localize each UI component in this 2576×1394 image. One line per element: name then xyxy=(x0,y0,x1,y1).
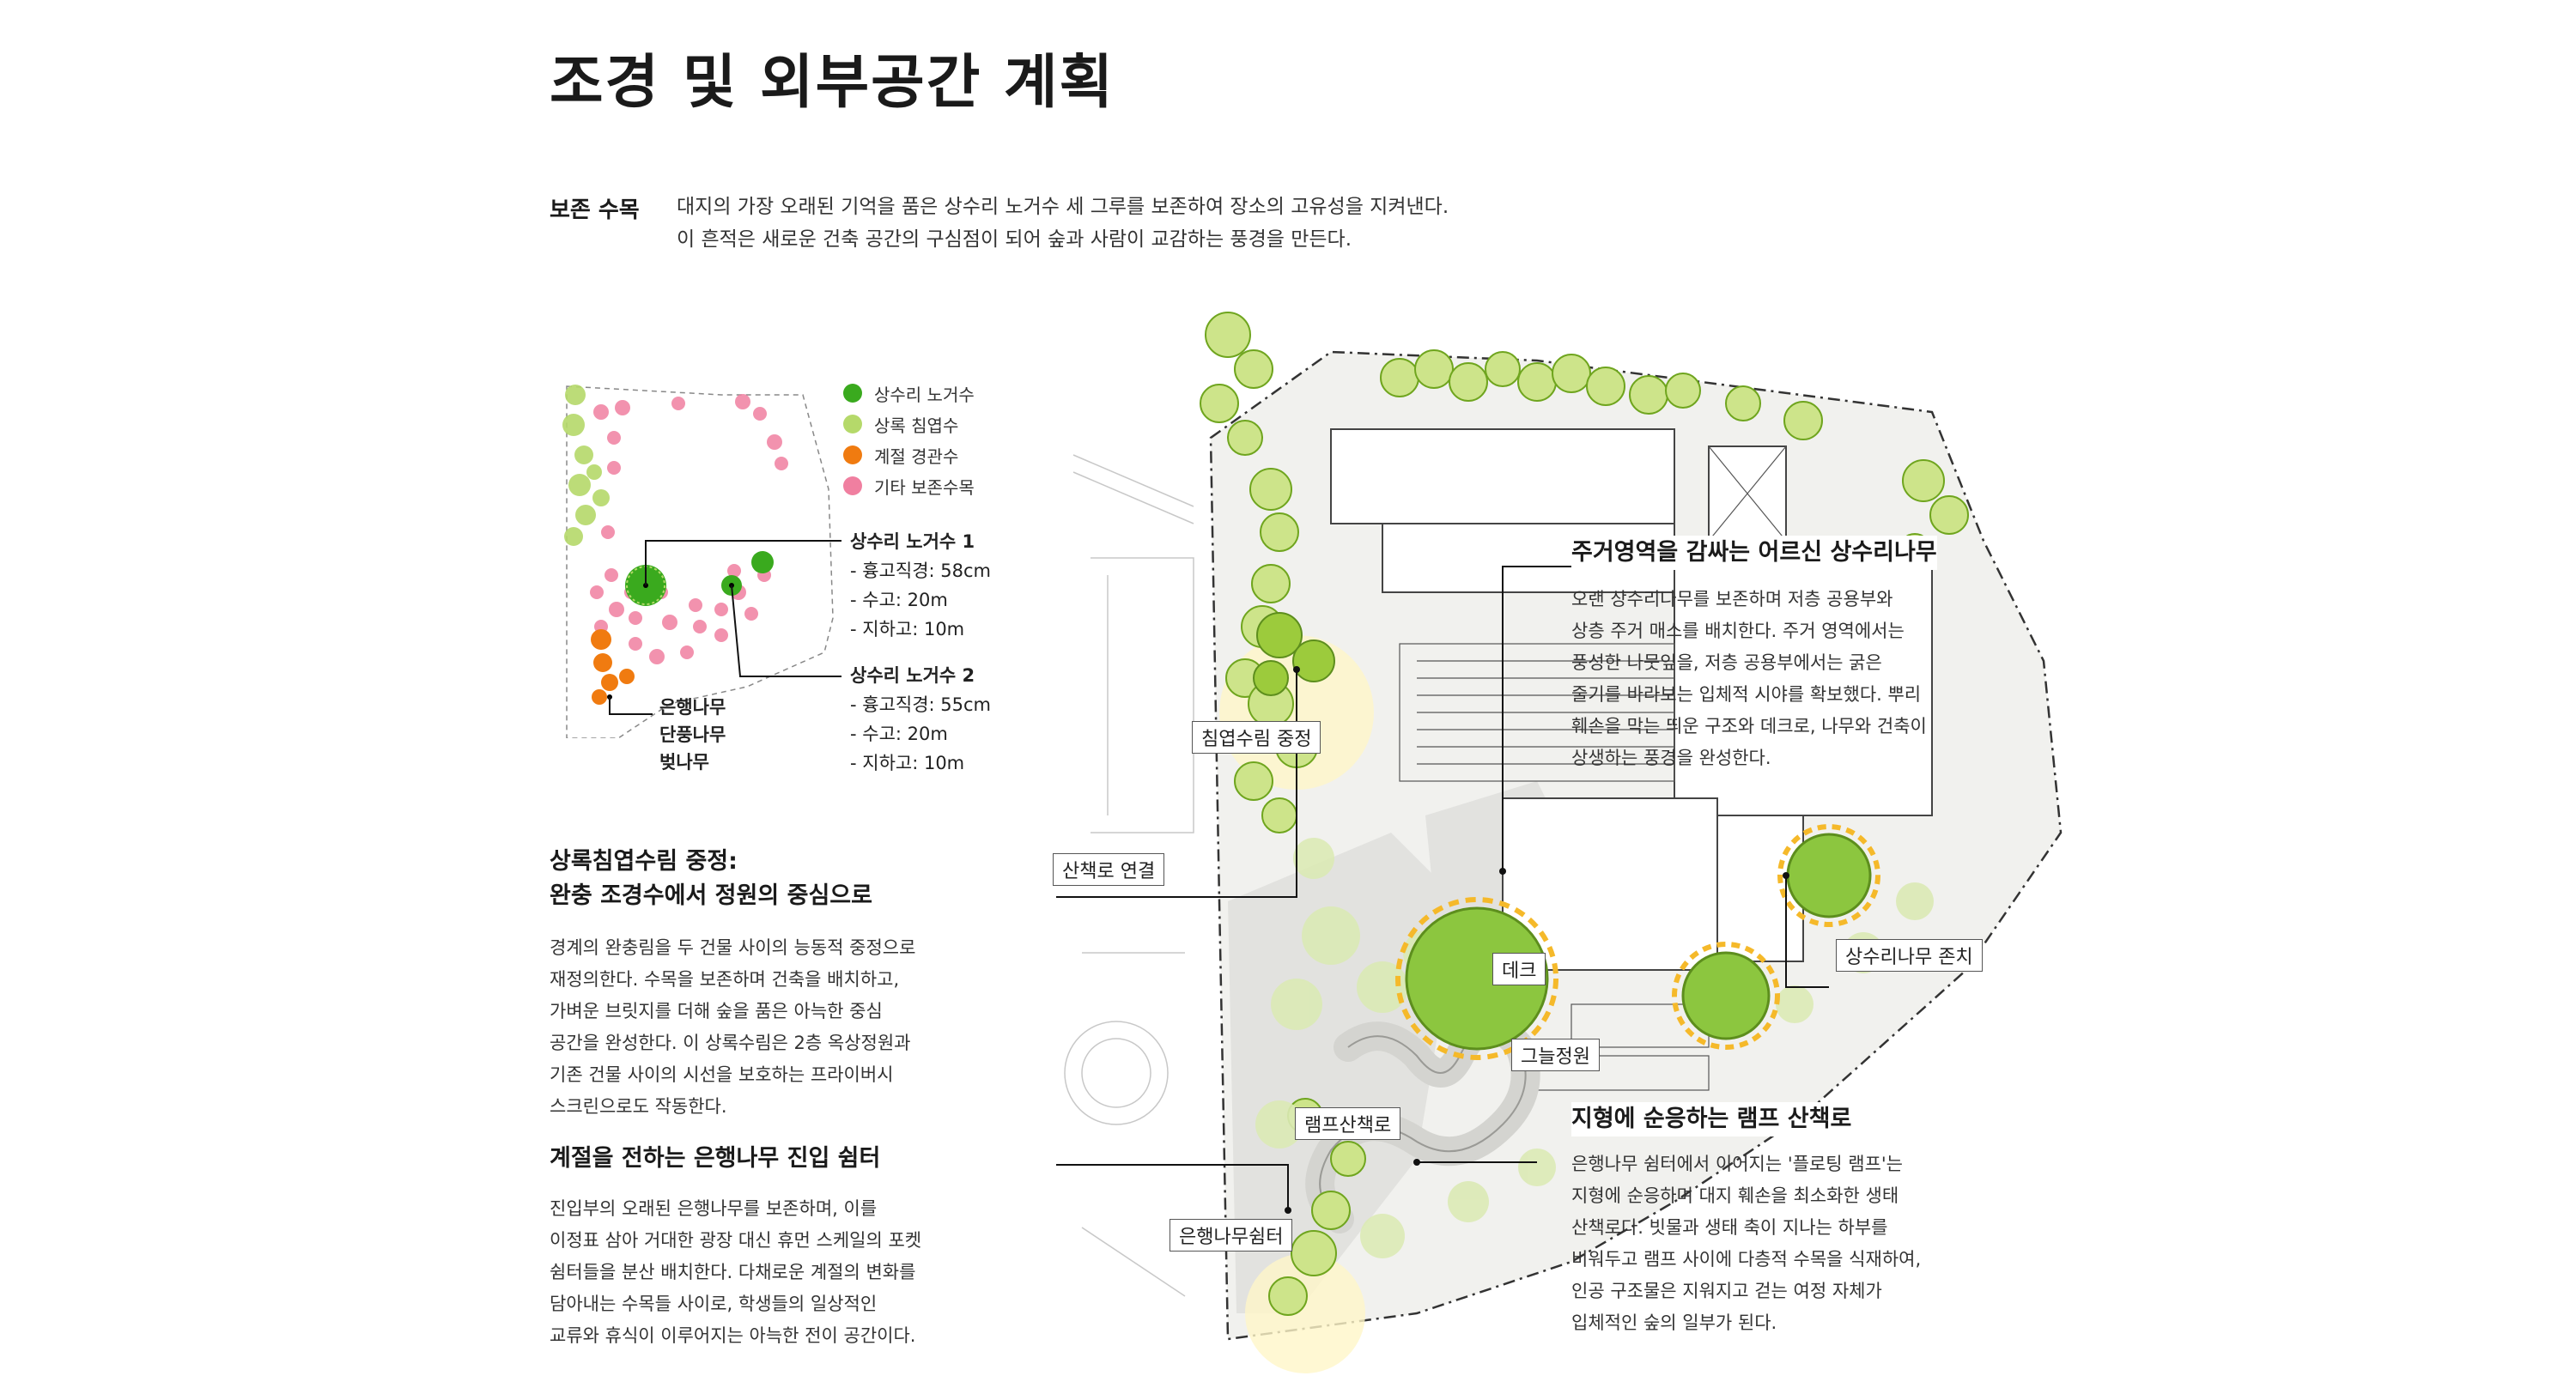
section-oak: 주거영역을 감싸는 어르신 상수리나무 오랜 상수리나무를 보존하며 저층 공용… xyxy=(1571,536,2018,774)
label-oak-placement: 상수리나무 존치 xyxy=(1836,939,1983,972)
section-heading: 상록침엽수림 중정: xyxy=(550,848,738,875)
section-line: 공간을 완성한다. 이 상록수림은 2층 옥상정원과 xyxy=(550,1033,911,1053)
tree-detail: - 수고: 20m xyxy=(850,590,948,610)
legend-label: 기타 보존수목 xyxy=(874,476,975,498)
section-line: 입체적인 숲의 일부가 된다. xyxy=(1571,1312,1777,1333)
tree-detail: - 흉고직경: 58cm xyxy=(850,561,992,581)
section-heading: 주거영역을 감싸는 어르신 상수리나무 xyxy=(1571,536,1937,570)
section-ramp: 지형에 순응하는 램프 산책로 은행나무 쉼터에서 이어지는 '플로팅 램프'는… xyxy=(1571,1102,2018,1339)
section-line: 인공 구조물은 지워지고 걷는 여정 자체가 xyxy=(1571,1281,1882,1301)
legend-item: 계절 경관수 xyxy=(843,439,975,470)
label-conifer-court: 침엽수림 중정 xyxy=(1192,721,1321,754)
legend-label: 상수리 노거수 xyxy=(874,384,975,405)
legend-swatch xyxy=(843,415,862,433)
preservation-map xyxy=(562,385,841,738)
section-line: 교류와 휴식이 이루어지는 아늑한 전이 공간이다. xyxy=(550,1325,916,1346)
section-line: 진입부의 오래된 은행나무를 보존하며, 이를 xyxy=(550,1198,878,1219)
species-item: 벚나무 xyxy=(659,752,709,773)
section-line: 지형에 순응하며 대지 훼손을 최소화한 생태 xyxy=(1571,1185,1899,1206)
section-heading: 완충 조경수에서 정원의 중심으로 xyxy=(550,882,872,909)
legend-swatch xyxy=(843,445,862,464)
legend-item: 기타 보존수목 xyxy=(843,470,975,501)
label-ginkgo-shelter: 은행나무쉼터 xyxy=(1170,1219,1293,1252)
section-line: 산책로다. 빗물과 생태 축이 지나는 하부를 xyxy=(1571,1217,1888,1238)
section-line: 비워두고 램프 사이에 다층적 수목을 식재하여, xyxy=(1571,1249,1922,1270)
intro-line: 이 흔적은 새로운 건축 공간의 구심점이 되어 숲과 사람이 교감하는 풍경을… xyxy=(677,228,1352,251)
section-line: 상생하는 풍경을 완성한다. xyxy=(1571,748,1771,768)
tree-info-1: 상수리 노거수 1 - 흉고직경: 58cm - 수고: 20m - 지하고: … xyxy=(850,527,991,644)
section-line: 풍성한 나뭇잎을, 저층 공용부에서는 굵은 xyxy=(1571,652,1882,673)
tree-name: 상수리 노거수 1 xyxy=(850,531,975,552)
section-line: 이정표 삼아 거대한 광장 대신 휴먼 스케일의 포켓 xyxy=(550,1230,922,1251)
section-line: 스크린으로도 작동한다. xyxy=(550,1096,727,1117)
section-line: 기존 건물 사이의 시선을 보호하는 프라이버시 xyxy=(550,1064,894,1085)
section-line: 상층 주거 매스를 배치한다. 주거 영역에서는 xyxy=(1571,621,1905,641)
seasonal-species-list: 은행나무 단풍나무 벚나무 xyxy=(659,694,726,776)
section-heading: 계절을 전하는 은행나무 진입 쉼터 xyxy=(550,1145,881,1172)
species-item: 은행나무 xyxy=(659,697,726,718)
tree-name: 상수리 노거수 2 xyxy=(850,665,975,686)
section-line: 쉼터들을 분산 배치한다. 다채로운 계절의 변화를 xyxy=(550,1262,916,1282)
section-line: 가벼운 브릿지를 더해 숲을 품은 아늑한 중심 xyxy=(550,1001,883,1021)
label-ramp-walk: 램프산책로 xyxy=(1295,1107,1401,1140)
section-line: 오랜 상수리나무를 보존하며 저층 공용부와 xyxy=(1571,589,1893,609)
legend-item: 상록 침엽수 xyxy=(843,409,975,439)
intro-text: 대지의 가장 오래된 기억을 품은 상수리 노거수 세 그루를 보존하여 장소의… xyxy=(677,191,1449,256)
label-shade-garden: 그늘정원 xyxy=(1511,1039,1600,1071)
section-line: 훼손을 막는 띄운 구조와 데크로, 나무와 건축이 xyxy=(1571,716,1927,736)
section-line: 은행나무 쉼터에서 이어지는 '플로팅 램프'는 xyxy=(1571,1154,1904,1174)
label-walk-link: 산책로 연결 xyxy=(1053,853,1165,886)
legend-label: 계절 경관수 xyxy=(874,445,959,467)
tree-detail: - 지하고: 10m xyxy=(850,753,965,773)
legend-swatch xyxy=(843,384,862,403)
tree-detail: - 흉고직경: 55cm xyxy=(850,694,992,715)
tree-info-2: 상수리 노거수 2 - 흉고직경: 55cm - 수고: 20m - 지하고: … xyxy=(850,661,991,778)
legend-label: 상록 침엽수 xyxy=(874,415,959,436)
section-courtyard: 상록침엽수림 중정: 완충 조경수에서 정원의 중심으로 경계의 완충림을 두 … xyxy=(550,845,1030,1123)
tree-detail: - 지하고: 10m xyxy=(850,619,965,639)
section-line: 재정의한다. 수목을 보존하며 건축을 배치하고, xyxy=(550,969,900,990)
intro-label: 보존 수목 xyxy=(550,197,640,223)
intro-line: 대지의 가장 오래된 기억을 품은 상수리 노거수 세 그루를 보존하여 장소의… xyxy=(677,196,1449,218)
section-line: 줄기를 바라보는 입체적 시야를 확보했다. 뿌리 xyxy=(1571,684,1922,705)
label-deck: 데크 xyxy=(1492,953,1546,985)
species-item: 단풍나무 xyxy=(659,724,726,745)
page-title: 조경 및 외부공간 계획 xyxy=(550,49,1115,117)
map-legend: 상수리 노거수 상록 침엽수 계절 경관수 기타 보존수목 xyxy=(843,378,975,501)
legend-swatch xyxy=(843,476,862,495)
tree-detail: - 수고: 20m xyxy=(850,724,948,744)
section-line: 담아내는 수목들 사이로, 학생들의 일상적인 xyxy=(550,1294,878,1314)
section-ginkgo: 계절을 전하는 은행나무 진입 쉼터 진입부의 오래된 은행나무를 보존하며, … xyxy=(550,1142,1030,1352)
legend-item: 상수리 노거수 xyxy=(843,378,975,409)
section-heading: 지형에 순응하는 램프 산책로 xyxy=(1571,1102,1852,1136)
section-line: 경계의 완충림을 두 건물 사이의 능동적 중정으로 xyxy=(550,937,916,958)
